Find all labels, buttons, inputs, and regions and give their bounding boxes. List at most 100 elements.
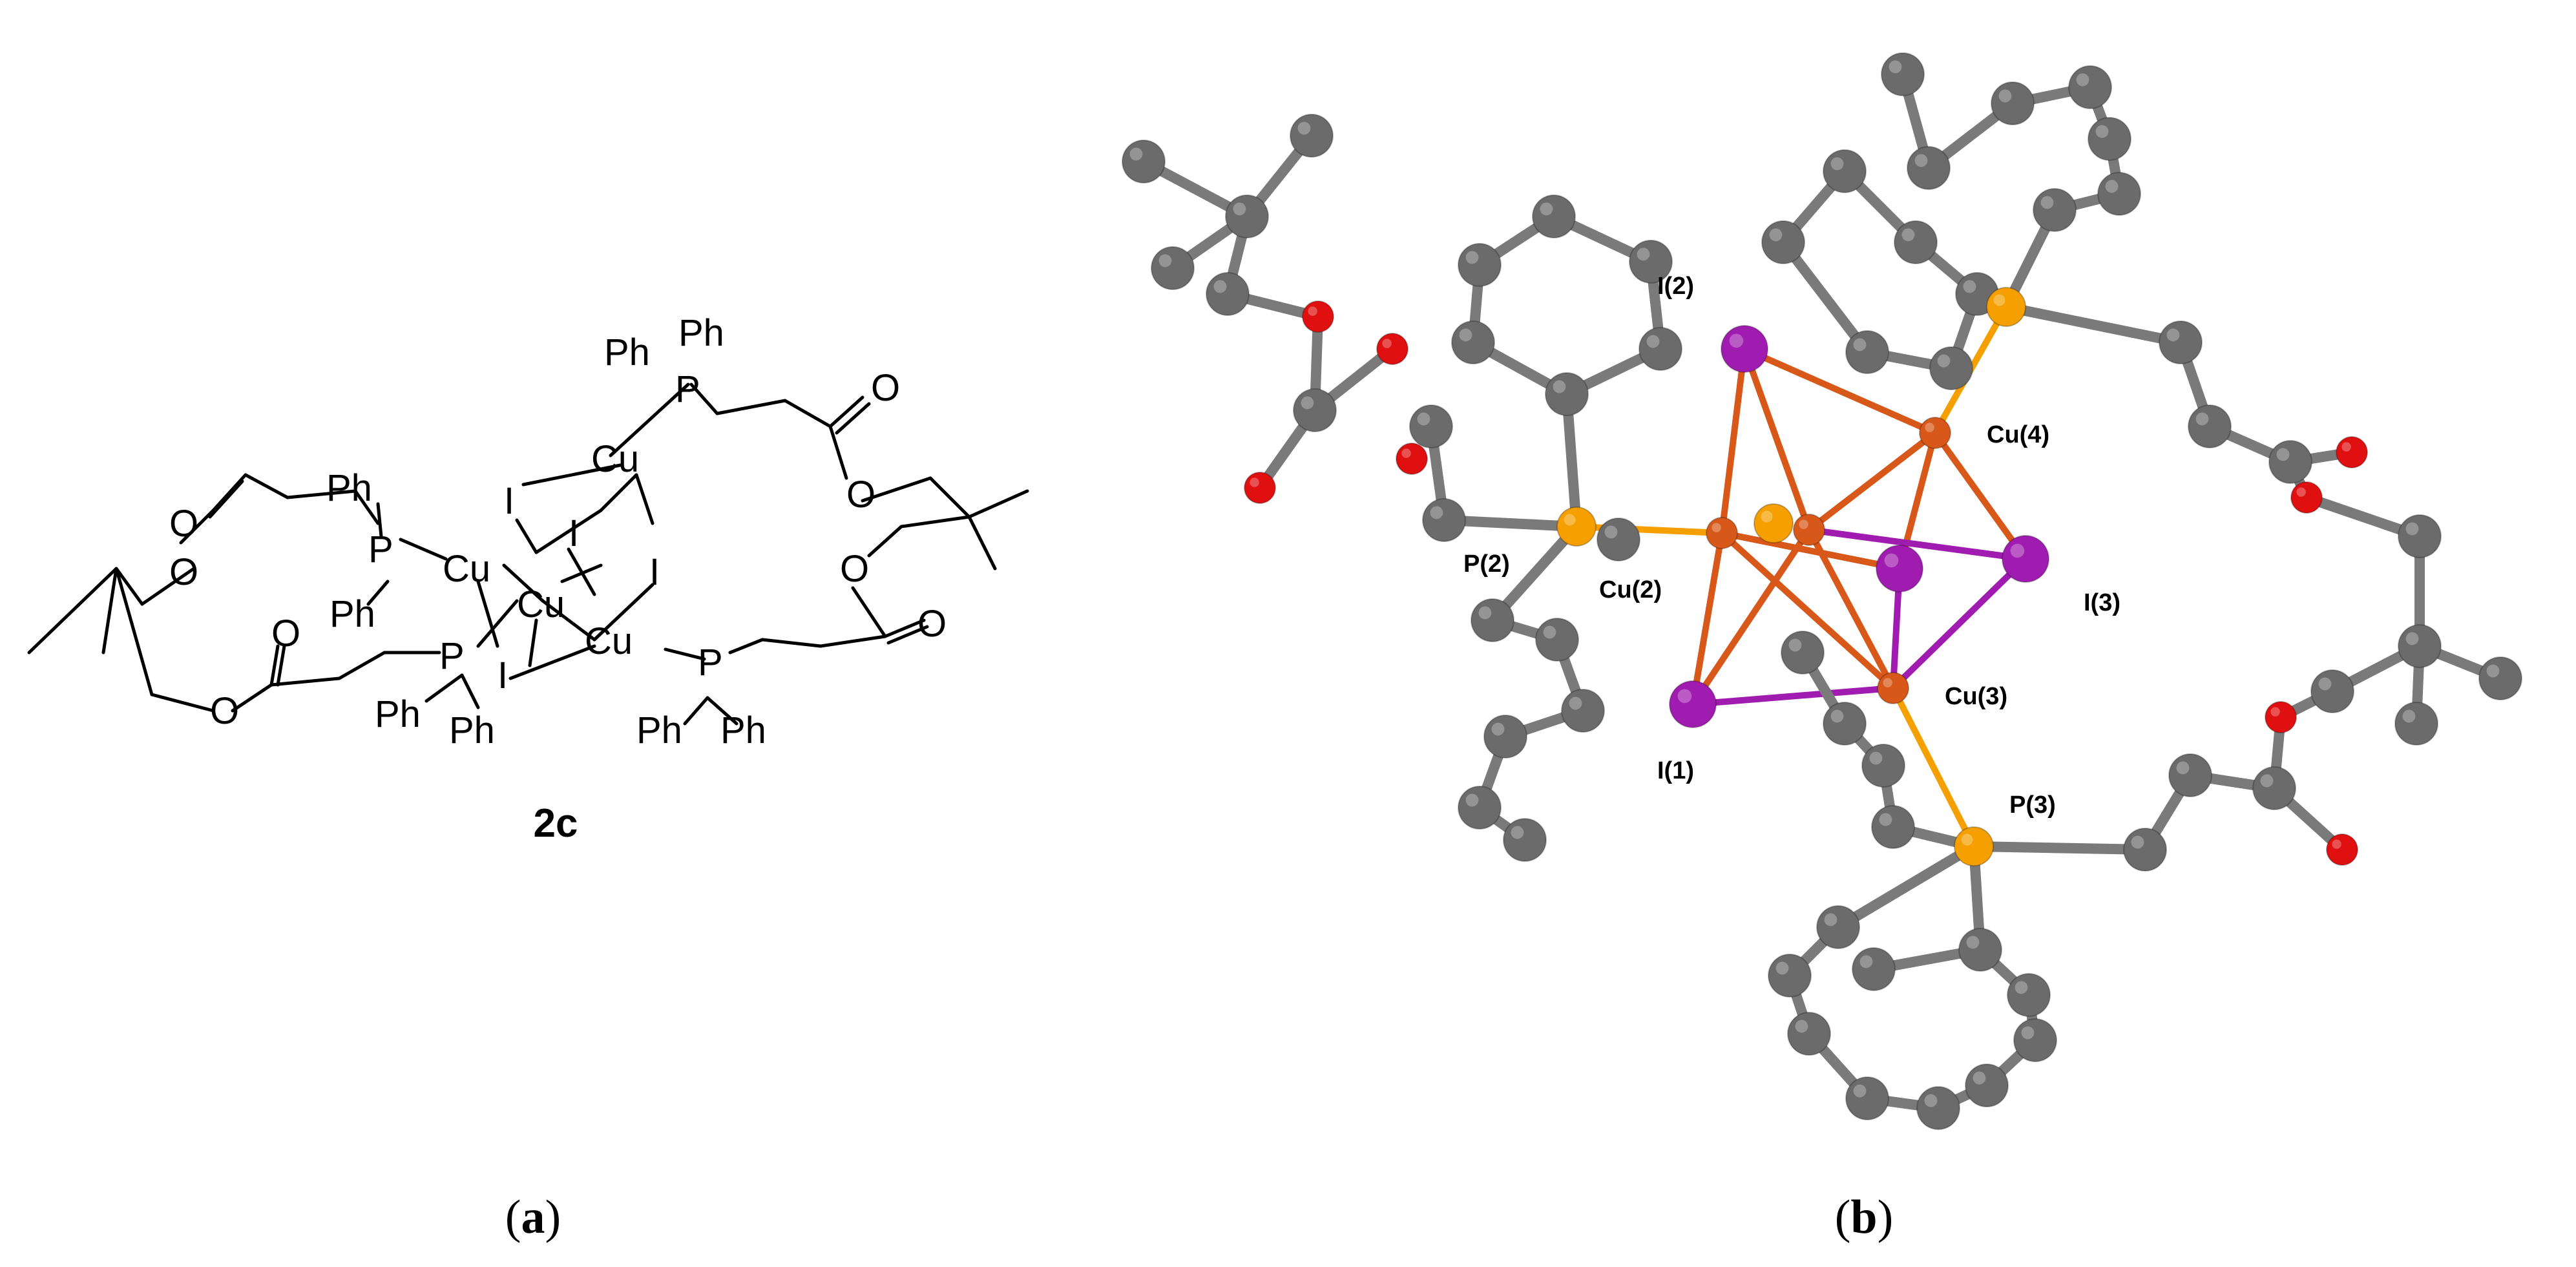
label-p3: P(3) [2009,791,2056,819]
atom-highlight [1297,121,1311,135]
iodine-atom [1876,545,1923,592]
bond-layer [1138,69,2506,1113]
atom-highlight [1788,638,1802,652]
carbon-atom [1451,320,1495,364]
copper-atom [1877,672,1909,704]
carbon-atom [2398,624,2442,668]
carbon-atom [1965,1063,2009,1107]
bond [1969,841,2150,855]
atom-highlight [1853,1084,1867,1098]
carbon-atom [1916,1086,1960,1130]
carbon-atom [1929,346,1973,390]
carbon-atom [2478,656,2522,700]
atom-highlight [2195,412,2209,426]
bond [1932,430,2029,562]
atom-ph: Ph [636,709,682,751]
carbon-atom [1458,786,1502,830]
oxygen-atom [2265,701,2297,733]
atom-highlight [1795,1020,1808,1033]
panel-a-atom-labels: Ph Ph P O Cu O Ph O I P Cu I O I Cu O O … [169,312,947,751]
atom-ph: Ph [326,467,372,509]
bond [1833,841,1979,932]
atom-highlight [1853,338,1867,351]
bond [1890,556,2029,691]
carbon-atom [1823,149,1867,193]
atom-highlight [1677,689,1692,704]
atom-highlight [2131,835,2144,849]
atom-highlight [1382,339,1392,348]
bond [1562,389,1582,532]
atom-highlight [2010,543,2025,558]
atom-highlight [1646,335,1660,348]
atom-highlight [2076,73,2089,87]
atom-highlight [1540,202,1553,216]
caption-b: (b) [1835,1191,1893,1244]
carbon-atom [1639,327,1682,371]
carbon-atom [1293,388,1337,432]
bond [1719,530,1903,572]
carbon-atom [2159,320,2203,364]
carbon-atom [2252,766,2296,810]
bond [1741,346,1812,533]
atom-highlight [2276,448,2290,461]
panel-b-labels: I(2) Cu(4) P(2) Cu(2) I(3) Cu(3) I(1) P(… [1463,273,2120,819]
carbon-atom [1761,220,1805,264]
bond [1741,346,1938,436]
atom-highlight [1430,506,1443,519]
atom-highlight [1963,280,1976,293]
bond [1778,237,1872,357]
carbon-atom [1787,1012,1831,1056]
atom-highlight [2402,709,2416,723]
oxygen-atom [2290,481,2323,514]
atom-highlight [1924,1094,1938,1107]
atom-highlight [1158,254,1172,267]
atom-highlight [2296,487,2306,497]
atom-highlight [1543,625,1556,639]
atom-cu: Cu [585,620,633,662]
atom-cu: Cu [443,548,490,590]
atom-i: I [497,654,508,696]
carbon-atom [1871,805,1915,849]
carbon-atom [1532,194,1576,238]
label-cu2: Cu(2) [1599,576,1662,603]
carbon-atom [1845,330,1889,374]
atom-highlight [2166,328,2180,342]
bond [1719,346,1748,536]
carbon-atom [1458,243,1502,287]
iodine-atom [1669,680,1717,728]
atom-highlight [1729,333,1744,348]
atom-highlight [1478,606,1492,620]
carbon-atom [1503,818,1547,862]
carbon-atom [1894,220,1938,264]
carbon-atom [1561,689,1605,733]
atom-highlight [1250,477,1259,487]
bond [1690,530,1725,707]
atom-highlight [2015,981,2028,994]
carbon-atom [2188,404,2232,448]
atom-highlight [1129,147,1143,161]
carbon-atom [1206,272,1250,316]
bond [2001,302,2186,348]
atom-highlight [1569,696,1582,710]
carbon-atom [2394,702,2438,746]
atom-highlight [1637,247,1650,261]
carbon-atom [1991,81,2035,125]
atom-o: O [917,603,947,645]
caption-a: (a) [505,1191,561,1244]
atom-cu: Cu [591,438,639,480]
atom-ph: Ph [330,593,375,635]
atom-o: O [169,551,198,593]
carbon-atom [2168,753,2212,797]
carbon-atom [1845,1076,1889,1120]
carbon-atom [1907,146,1951,190]
atom-layer [1122,52,2522,1130]
atom-highlight [1459,328,1472,342]
carbon-atom [1290,114,1334,158]
atom-highlight [2040,196,2054,209]
oxygen-atom [1396,443,1428,475]
atom-i: I [569,512,579,554]
atom-highlight [2176,761,2190,775]
oxygen-atom [1376,333,1408,365]
atom-highlight [1233,202,1246,216]
atom-highlight [1769,228,1783,242]
